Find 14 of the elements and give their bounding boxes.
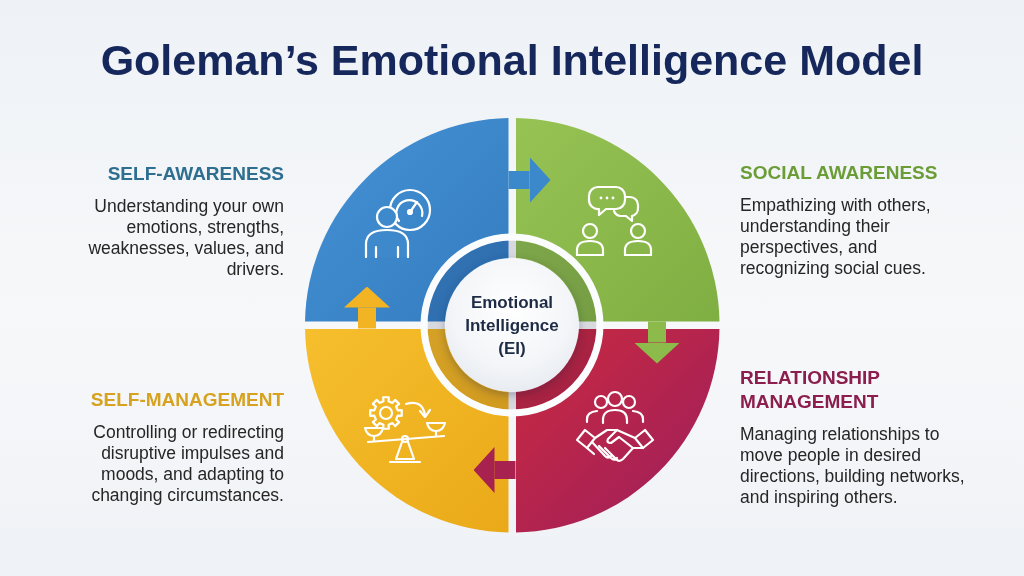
arrow [508,157,551,203]
center-label: Emotional Intelligence (EI) [464,291,560,360]
section-description: Controlling or redirecting disruptive impulses and moods, and adapting to changing circumstances. [90,422,284,506]
arrow [473,447,516,493]
section-heading: SELF-MANAGEMENT [90,388,284,412]
title: Goleman’s Emotional Intelligence Model [100,35,924,85]
section-heading: RELATIONSHIP MANAGEMENT [740,366,881,414]
section-description: Managing relationships to move people in desired directions, building networks, and inspiring others. [740,424,966,508]
section-description: Understanding your own emotions, strengths, weaknesses, values, and drivers. [87,196,284,280]
section-description: Empathizing with others, understanding their perspectives, and recognizing social cues. [740,195,932,279]
section-heading: SELF-AWARENESS [107,162,284,186]
section-heading: SOCIAL AWARENESS [740,161,938,185]
arrow [634,321,680,364]
arrow [344,286,390,329]
